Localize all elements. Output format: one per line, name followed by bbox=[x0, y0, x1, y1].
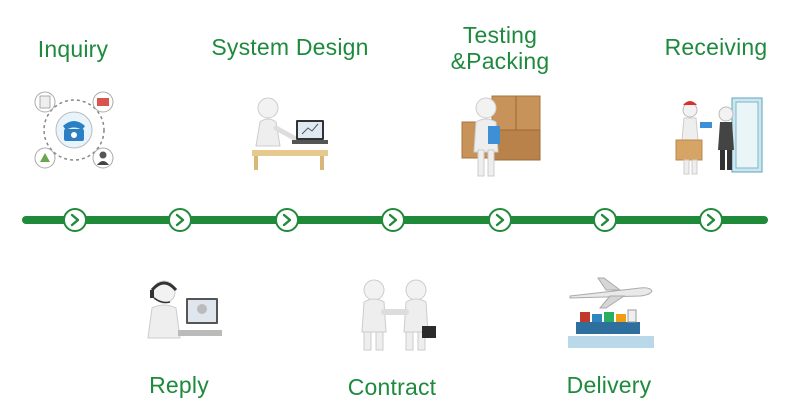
chevron-right-icon bbox=[70, 213, 80, 227]
timeline-node-3 bbox=[275, 208, 299, 232]
support-agent-icon bbox=[140, 276, 224, 352]
timeline-node-4 bbox=[381, 208, 405, 232]
timeline-node-1 bbox=[63, 208, 87, 232]
step-label-system-design: System Design bbox=[211, 34, 369, 60]
timeline-node-6 bbox=[593, 208, 617, 232]
chevron-right-icon bbox=[282, 213, 292, 227]
handshake-icon bbox=[352, 278, 440, 352]
timeline-node-5 bbox=[488, 208, 512, 232]
step-label-reply: Reply bbox=[149, 372, 209, 398]
chevron-right-icon bbox=[388, 213, 398, 227]
step-label-testing-packing: Testing &Packing bbox=[430, 22, 570, 74]
step-label-receiving: Receiving bbox=[664, 34, 768, 60]
chevron-right-icon bbox=[495, 213, 505, 227]
timeline-node-7 bbox=[699, 208, 723, 232]
timeline-node-2 bbox=[168, 208, 192, 232]
step-label-contract: Contract bbox=[347, 374, 437, 400]
step-label-testing-line2: &Packing bbox=[450, 48, 550, 74]
plane-and-ship-icon bbox=[566, 276, 656, 352]
delivery-at-door-icon bbox=[670, 96, 766, 178]
chevron-right-icon bbox=[600, 213, 610, 227]
step-label-delivery: Delivery bbox=[566, 372, 652, 398]
chevron-right-icon bbox=[706, 213, 716, 227]
step-label-inquiry: Inquiry bbox=[37, 36, 109, 62]
step-label-testing-line1: Testing bbox=[462, 22, 538, 48]
worker-with-boxes-icon bbox=[458, 92, 544, 180]
designer-at-desk-icon bbox=[246, 94, 334, 172]
chevron-right-icon bbox=[175, 213, 185, 227]
phone-contacts-icon bbox=[33, 88, 115, 172]
